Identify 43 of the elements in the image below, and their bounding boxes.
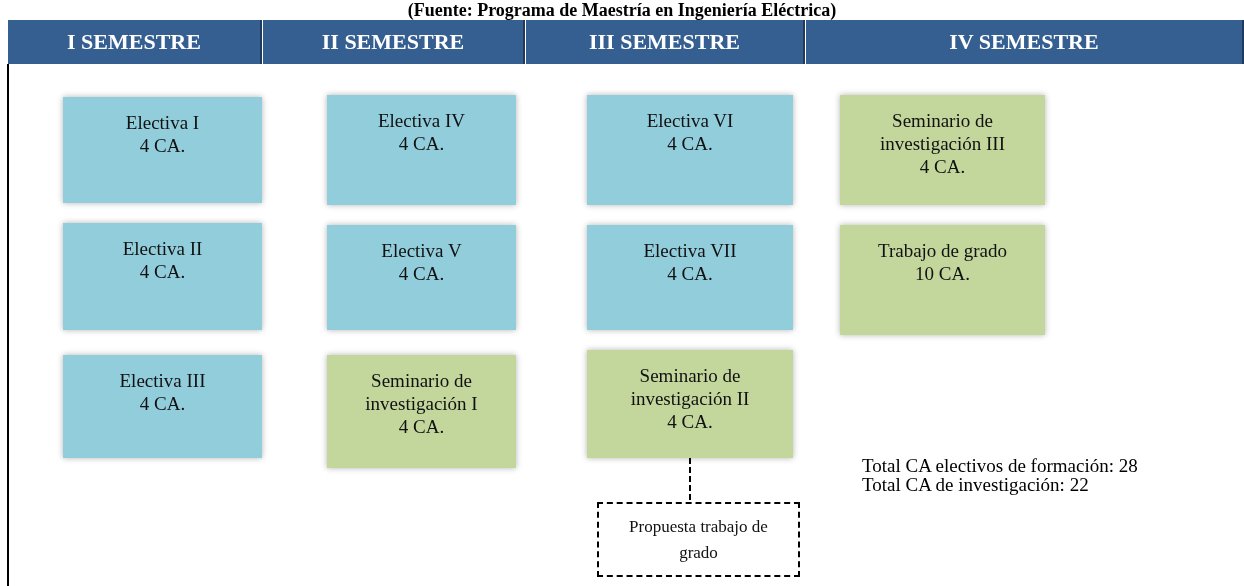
course-name: Electiva II	[122, 237, 203, 260]
course-name: Electiva VI	[646, 109, 734, 132]
credit-count: 4 CA.	[398, 415, 445, 438]
course-box	[327, 225, 516, 330]
course-name: Seminario de investigación I	[364, 369, 479, 415]
credit-count: 4 CA.	[139, 260, 186, 283]
course-name: Electiva I	[125, 111, 200, 134]
box-text: Propuesta trabajo de grado	[628, 516, 769, 564]
credit-count: 4 CA.	[398, 262, 445, 285]
credit-count: 4 CA.	[139, 134, 186, 157]
course-box	[840, 225, 1045, 335]
total-note: Total CA electivos de formación: 28	[862, 456, 1138, 475]
semester-header: IV SEMESTRE	[806, 20, 1244, 64]
credit-count: 4 CA.	[667, 132, 713, 155]
course-name: Electiva VII	[643, 239, 737, 262]
connector-line	[689, 457, 691, 503]
credit-count: 10 CA.	[915, 262, 970, 285]
course-name: Trabajo de grado	[877, 239, 1008, 262]
credit-count: 4 CA.	[919, 155, 966, 178]
credit-count: 4 CA.	[667, 410, 713, 433]
course-box	[63, 355, 262, 458]
course-box	[63, 223, 262, 330]
total-note: Total CA de investigación: 22	[862, 475, 1089, 494]
caption: (Fuente: Programa de Maestría en Ingeniería Eléctrica)	[406, 0, 838, 20]
course-box	[587, 95, 793, 205]
semester-header: III SEMESTRE	[526, 20, 805, 64]
course-box	[587, 350, 793, 458]
course-box	[327, 95, 516, 205]
semester-header: II SEMESTRE	[263, 20, 525, 64]
credit-count: 4 CA.	[667, 262, 713, 285]
credit-count: 4 CA.	[139, 392, 186, 415]
course-box	[840, 95, 1045, 205]
course-name: Electiva III	[119, 369, 206, 392]
course-box	[63, 97, 262, 203]
course-box	[587, 225, 793, 330]
course-name: Seminario de investigación II	[629, 364, 751, 410]
credit-count: 4 CA.	[398, 132, 445, 155]
course-name: Seminario de investigación III	[878, 109, 1006, 155]
dashed-box	[597, 502, 800, 577]
course-name: Electiva IV	[377, 109, 465, 132]
course-name: Electiva V	[381, 239, 462, 262]
semester-header: I SEMESTRE	[8, 20, 262, 64]
course-box	[327, 355, 516, 468]
